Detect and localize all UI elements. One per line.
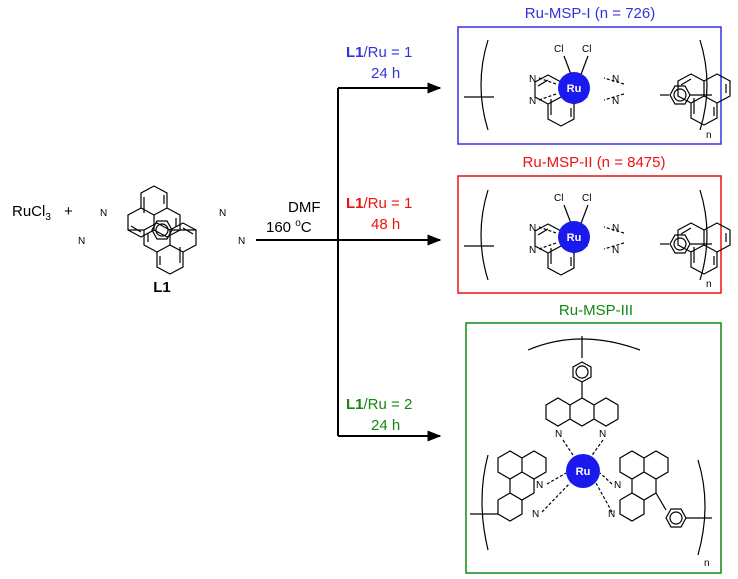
product-1-structure: Cl Cl Ru N N N N n [464,39,731,141]
svg-text:N: N [529,223,536,234]
branch-2-conditions: L1/Ru = 1 48 h [346,195,412,233]
svg-text:RuCl3: RuCl3 [12,203,51,223]
svg-text:N: N [529,74,536,85]
ru-center-3 [566,454,600,488]
svg-text:Cl: Cl [554,44,563,55]
svg-text:N: N [614,480,621,491]
ligand-l1-structure: N N N N [78,185,245,275]
svg-text:160 oC: 160 oC [266,218,312,236]
svg-text:N: N [219,208,226,219]
svg-text:N: N [612,223,619,234]
svg-text:N: N [555,429,562,440]
svg-text:N: N [599,429,606,440]
product-3-structure: N N Ru N N N N n [470,336,712,569]
svg-text:Ru: Ru [567,83,582,95]
product-1-title: Ru-MSP-I (n = 726) [525,5,655,22]
product-1-box [457,26,722,145]
svg-text:L1/Ru = 1: L1/Ru = 1 [346,44,412,61]
branch-3-conditions: L1/Ru = 2 24 h [346,396,412,434]
svg-text:24 h: 24 h [371,65,400,82]
branch-1-conditions: L1/Ru = 1 24 h [346,44,412,82]
product-2-structure: Cl Cl Ru N N N N n [464,189,731,290]
svg-text:Cl: Cl [582,193,591,204]
svg-text:N: N [78,236,85,247]
svg-text:N: N [612,245,619,256]
plus-sign: + [64,203,73,220]
temperature-label: 160 oC [266,218,312,236]
svg-text:Ru: Ru [576,466,591,478]
svg-text:N: N [612,74,619,85]
svg-text:N: N [529,96,536,107]
svg-text:N: N [532,509,539,520]
svg-text:48 h: 48 h [371,216,400,233]
ligand-label: L1 [153,279,171,296]
ru-center-2 [558,221,590,253]
product-2-title: Ru-MSP-II (n = 8475) [523,154,666,171]
svg-text:N: N [608,509,615,520]
svg-text:Ru: Ru [567,232,582,244]
product-3-box [465,322,722,574]
svg-text:N: N [612,96,619,107]
svg-text:n: n [706,130,712,141]
ru-center-1 [558,72,590,104]
svg-text:N: N [529,245,536,256]
rucl3-label: RuCl3 [12,203,51,223]
svg-text:L1/Ru = 2: L1/Ru = 2 [346,396,412,413]
arrow-system [256,82,442,442]
svg-text:N: N [238,236,245,247]
svg-text:Cl: Cl [554,193,563,204]
svg-text:Cl: Cl [582,44,591,55]
svg-text:n: n [704,558,710,569]
product-3-title: Ru-MSP-III [559,302,633,319]
product-2-box [457,175,722,294]
svg-text:N: N [536,480,543,491]
svg-text:L1/Ru = 1: L1/Ru = 1 [346,195,412,212]
svg-text:N: N [100,208,107,219]
solvent-label: DMF [288,199,321,216]
svg-text:n: n [706,279,712,290]
svg-text:24 h: 24 h [371,417,400,434]
